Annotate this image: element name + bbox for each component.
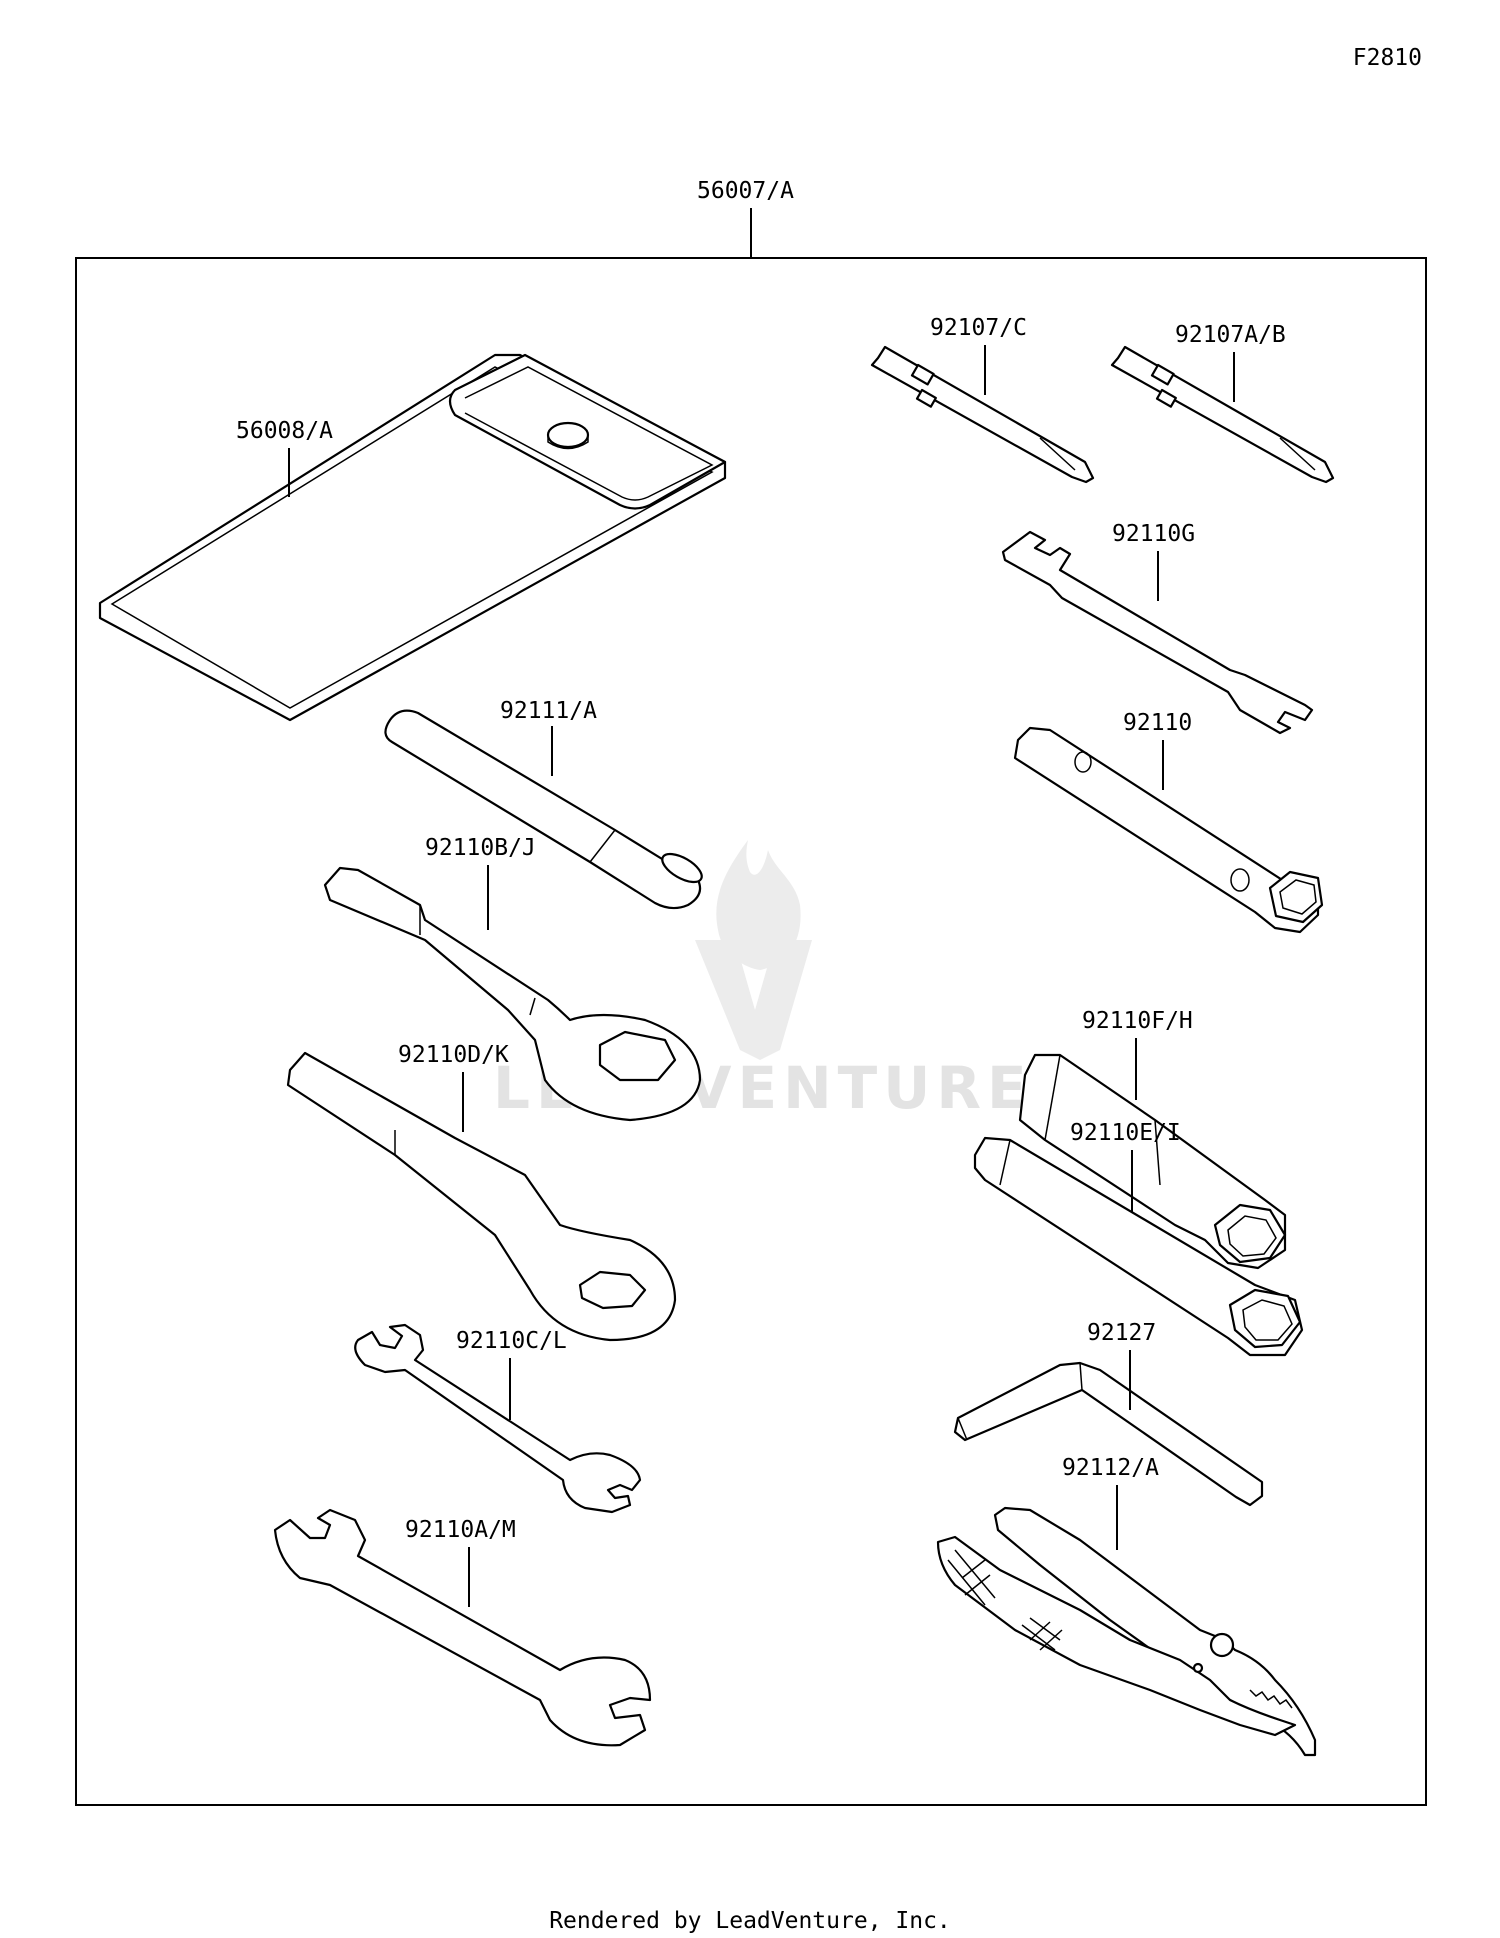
- pliers-92112a: [936, 1506, 1317, 1757]
- label-92107-c[interactable]: 92107/C: [930, 315, 1027, 341]
- socket-92110ei: [973, 1136, 1304, 1357]
- open-wrench-92110cl: [354, 1323, 642, 1514]
- label-56007-a[interactable]: 56007/A: [697, 178, 794, 204]
- label-92111-a[interactable]: 92111/A: [500, 698, 597, 724]
- socket-92110: [1013, 726, 1324, 934]
- label-92110a-m[interactable]: 92110A/M: [405, 1517, 516, 1543]
- socket-92110fh: [1018, 1053, 1287, 1270]
- box-wrench-92110dk: [286, 1051, 677, 1342]
- label-92110[interactable]: 92110: [1123, 710, 1192, 736]
- footer-credit: Rendered by LeadVenture, Inc.: [549, 1908, 951, 1934]
- label-92112-a[interactable]: 92112/A: [1062, 1455, 1159, 1481]
- screwdriver-92107c: [870, 345, 1095, 484]
- label-92127[interactable]: 92127: [1087, 1320, 1156, 1346]
- wrench-92110g: [1001, 530, 1314, 735]
- screwdriver-92107ab: [1110, 345, 1335, 484]
- label-92110g[interactable]: 92110G: [1112, 521, 1195, 547]
- label-92110c-l[interactable]: 92110C/L: [456, 1328, 567, 1354]
- label-92110d-k[interactable]: 92110D/K: [398, 1042, 509, 1068]
- label-92110e-i[interactable]: 92110E/I: [1070, 1120, 1181, 1146]
- label-56008-a[interactable]: 56008/A: [236, 418, 333, 444]
- open-wrench-92110am: [273, 1508, 652, 1747]
- hex-key-92127: [953, 1361, 1264, 1507]
- label-92110b-j[interactable]: 92110B/J: [425, 835, 536, 861]
- label-92110f-h[interactable]: 92110F/H: [1082, 1008, 1193, 1034]
- handle-92111a: [384, 709, 703, 910]
- label-92107a-b[interactable]: 92107A/B: [1175, 322, 1286, 348]
- figure-code: F2810: [1352, 45, 1422, 71]
- box-wrench-92110bj: [323, 866, 702, 1122]
- tool-bag: [98, 353, 727, 722]
